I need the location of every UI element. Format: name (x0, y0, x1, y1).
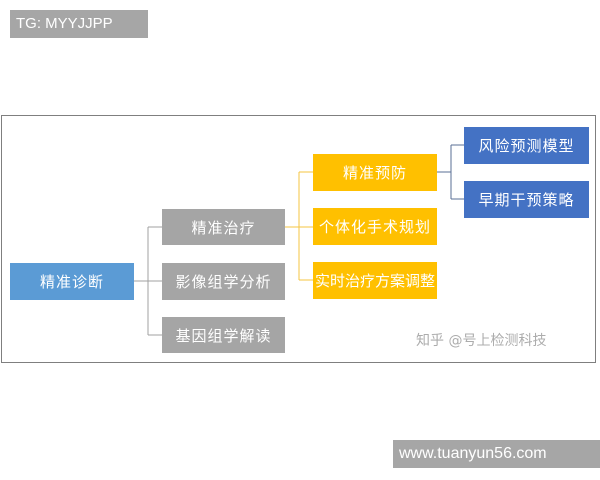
node-realtime-treatment-adjustment: 实时治疗方案调整 (313, 262, 437, 299)
tg-watermark-tag: TG: MYYJJPP (10, 10, 148, 38)
zhihu-watermark: 知乎 @号上检测科技 (416, 333, 547, 349)
node-genomics-interpretation: 基因组学解读 (162, 317, 285, 353)
node-precision-prevention: 精准预防 (313, 154, 437, 191)
node-risk-prediction-model: 风险预测模型 (464, 127, 589, 164)
node-precision-treatment: 精准治疗 (162, 209, 285, 245)
node-precision-diagnosis: 精准诊断 (10, 263, 134, 300)
url-watermark-tag: www.tuanyun56.com (393, 440, 600, 468)
node-radiomics-analysis: 影像组学分析 (162, 263, 285, 300)
node-early-intervention-strategy: 早期干预策略 (464, 181, 589, 218)
node-personalized-surgery-planning: 个体化手术规划 (313, 208, 437, 245)
